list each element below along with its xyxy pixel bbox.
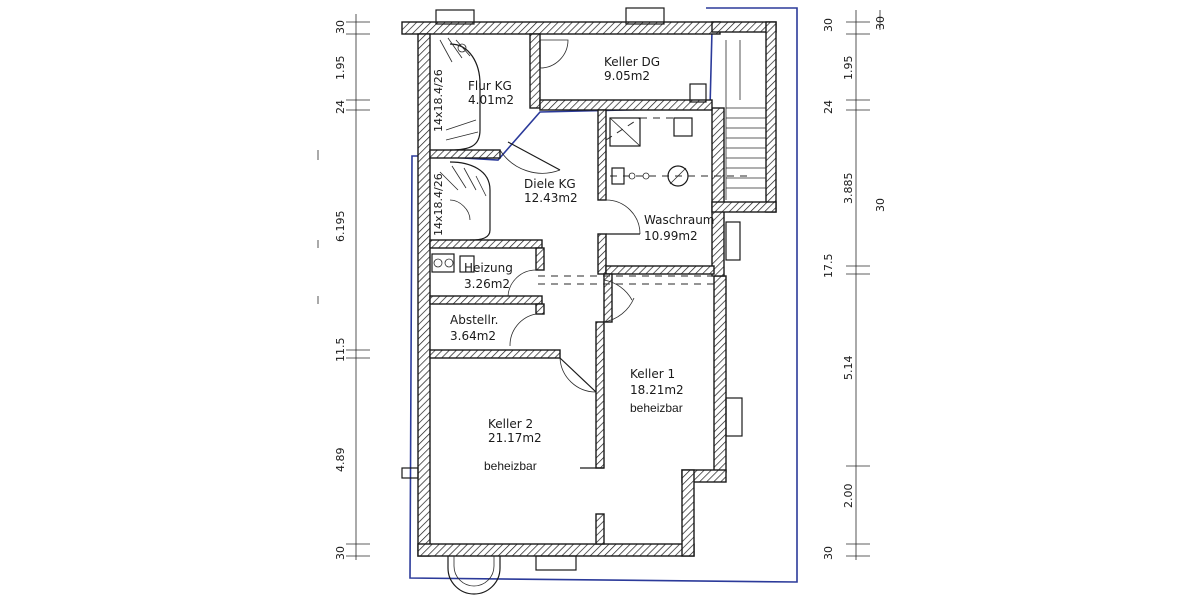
- dim-left-4: 11.5: [334, 338, 347, 363]
- room-labels: Flur KG 4.01m2 Keller DG 9.05m2 Diele KG…: [432, 55, 715, 473]
- dimension-line-right-outer: 30 30: [874, 10, 887, 212]
- dim-left-1: 1.95: [334, 56, 347, 81]
- dimension-line-right: 30 1.95 24 3.885 17.5 5.14 2.00 30: [822, 10, 870, 560]
- room-abstellr-name: Abstellr.: [450, 313, 498, 327]
- dim-right-1: 1.95: [842, 56, 855, 81]
- stairs-right: [725, 40, 766, 200]
- room-kellerdg-name: Keller DG: [604, 55, 660, 69]
- dim-left-3: 6.195: [334, 211, 347, 243]
- dim-left-6: 30: [334, 546, 347, 560]
- room-diele-name: Diele KG: [524, 177, 576, 191]
- interior-walls: [429, 33, 715, 545]
- room-keller1-name: Keller 1: [630, 367, 675, 381]
- stair-lower-label: 14x18.4/26: [432, 173, 445, 236]
- room-kellerdg-area: 9.05m2: [604, 69, 650, 83]
- room-keller1-area: 18.21m2: [630, 383, 684, 397]
- dim-right-outer-1: 30: [874, 198, 887, 212]
- room-waschraum-area: 10.99m2: [644, 229, 698, 243]
- room-abstellr-area: 3.64m2: [450, 329, 496, 343]
- dim-left-0: 30: [334, 20, 347, 34]
- room-keller2-note: beheizbar: [484, 459, 537, 473]
- windows: [401, 7, 743, 571]
- room-keller1-note: beheizbar: [630, 401, 683, 415]
- heating-equipment: [431, 253, 475, 273]
- dim-right-5: 5.14: [842, 356, 855, 381]
- bay-window: [447, 556, 501, 595]
- room-diele-area: 12.43m2: [524, 191, 578, 205]
- dim-right-3: 3.885: [842, 173, 855, 205]
- dimension-line-left: 30 1.95 24 6.195 11.5 4.89 30: [334, 14, 370, 560]
- room-keller2-name: Keller 2: [488, 417, 533, 431]
- dim-right-4: 17.5: [822, 254, 835, 279]
- dim-left-2: 24: [334, 100, 347, 114]
- dim-right-7: 30: [822, 546, 835, 560]
- dim-right-6: 2.00: [842, 484, 855, 509]
- dim-right-outer-0: 30: [874, 16, 887, 30]
- dim-left-5: 4.89: [334, 448, 347, 473]
- dim-right-0: 30: [822, 18, 835, 32]
- room-heizung-area: 3.26m2: [464, 277, 510, 291]
- dim-right-2: 24: [822, 100, 835, 114]
- room-heizung-name: Heizung: [464, 261, 513, 275]
- washroom-fixtures: [609, 83, 707, 187]
- doors: [499, 39, 641, 469]
- stair-upper-label: 14x18.4/26: [432, 69, 445, 132]
- stairs-lower: [439, 161, 491, 241]
- stairs-upper: [439, 37, 481, 151]
- room-flur-name: Flur KG: [468, 79, 512, 93]
- room-waschraum-name: Waschraum: [644, 213, 715, 227]
- exterior-walls: [401, 21, 777, 557]
- room-flur-area: 4.01m2: [468, 93, 514, 107]
- room-keller2-area: 21.17m2: [488, 431, 542, 445]
